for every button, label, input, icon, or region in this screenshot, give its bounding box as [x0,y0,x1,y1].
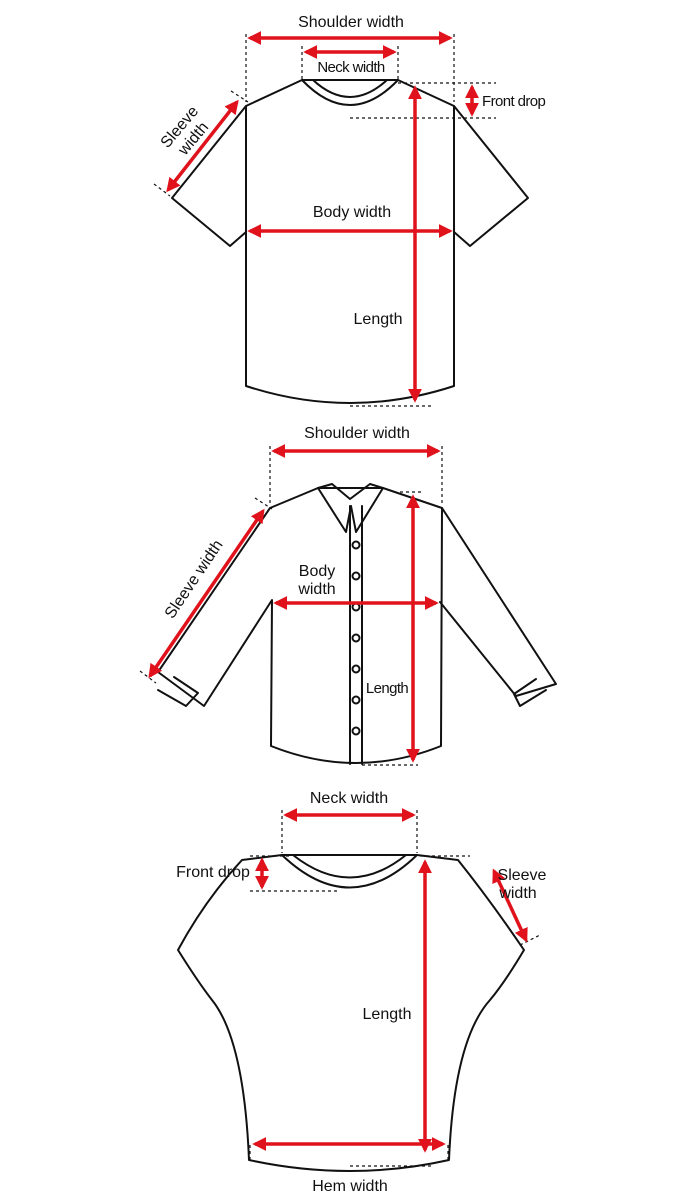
button-icon [351,571,361,581]
button-icon [351,695,361,705]
blouse-guide-lines [249,810,541,1167]
shirt-body-width-label: Body width [297,563,335,598]
tshirt-body-width-label: Body width [313,204,391,221]
svg-text:Sleeve: Sleeve [498,867,547,884]
shirt-outline [157,483,557,765]
button-icon [351,726,361,736]
tshirt-front-drop-label: Front drop [482,93,545,110]
tshirt-neck-width-label: Neck width [317,59,385,76]
tshirt-guide-lines [153,34,496,407]
shirt-buttons [351,540,361,736]
button-icon [351,633,361,643]
tshirt-outline [171,79,529,404]
blouse-sleeve-width-arrow [492,868,528,943]
blouse-hem-width-label: Hem width [312,1178,388,1195]
blouse-diagram: Neck width Front drop Sleeve width Lengt… [176,790,546,1195]
tshirt-diagram: Shoulder width Neck width Front drop Sle… [153,14,546,407]
shirt-guide-lines [139,446,443,766]
shirt-diagram: Shoulder width Sleeve width Body width L… [139,425,557,766]
blouse-neck-width-label: Neck width [310,790,388,807]
shirt-shoulder-width-label: Shoulder width [304,425,410,442]
tshirt-sleeve-width-arrow [166,99,239,193]
shirt-sleeve-width-arrow [148,508,265,679]
svg-text:width: width [498,885,536,902]
svg-text:width: width [297,581,335,598]
svg-text:Body: Body [299,563,335,580]
tshirt-length-label: Length [354,311,403,328]
blouse-sleeve-width-label: Sleeve width [498,867,547,902]
tshirt-shoulder-width-label: Shoulder width [298,14,404,31]
blouse-front-drop-label: Front drop [176,864,250,881]
button-icon [351,540,361,550]
button-icon [351,664,361,674]
blouse-length-label: Length [363,1006,412,1023]
shirt-length-label: Length [366,680,409,697]
blouse-outline [177,854,525,1172]
